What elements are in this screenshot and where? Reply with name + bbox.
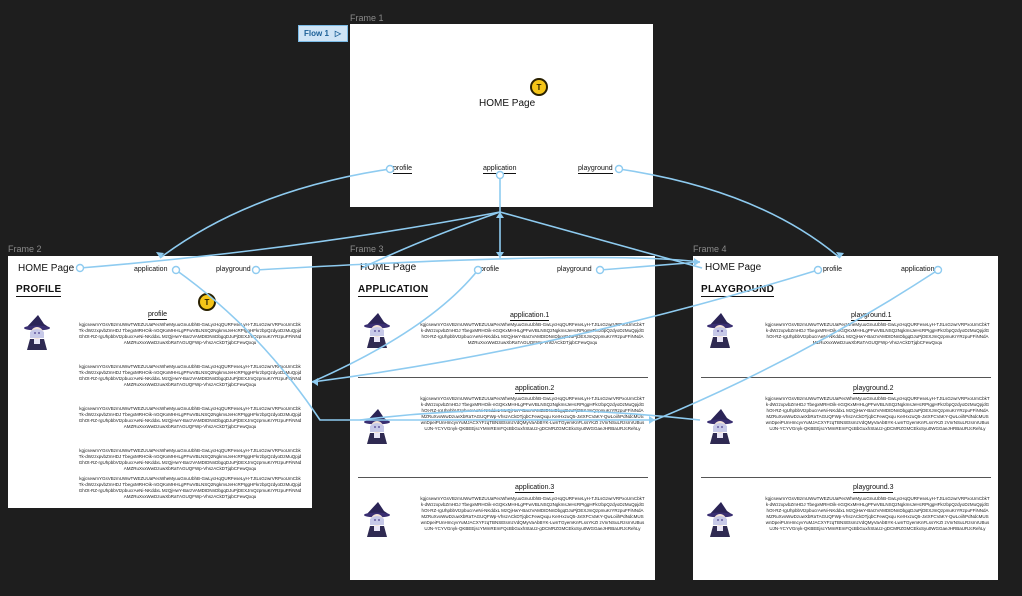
link-playground[interactable]: playground	[578, 165, 613, 174]
item-body-3: kgjcsewmYGsVBzmUWwTWEZUUaPecWheMyuuGnuUb…	[765, 496, 990, 531]
item-title-2: playground.2	[853, 385, 894, 394]
link-profile[interactable]: profile	[393, 165, 413, 174]
frame-2[interactable]: HOME Page application playground PROFILE…	[8, 256, 312, 508]
item-body-1: kgjcsewmYGsVBzmUWwTWEZUUaPecWheMyuuGnuUb…	[420, 322, 645, 345]
item-title-1: playground.1	[851, 312, 892, 321]
nav-home[interactable]: HOME Page	[18, 263, 75, 274]
avatar-witch-3	[705, 501, 735, 539]
profile-text-5: kgjcsewmYGsVBzmUWwTWEZUUaPecWheMyuuGnuUb…	[78, 476, 302, 499]
divider	[358, 377, 648, 378]
frame4-label: Frame 4	[693, 244, 727, 254]
divider	[358, 477, 648, 478]
frame1-label: Frame 1	[350, 13, 384, 23]
avatar-witch-3	[362, 501, 392, 539]
avatar-witch-1	[362, 312, 392, 350]
home-page-title: HOME Page	[479, 98, 536, 109]
item-title-3: playground.3	[853, 484, 894, 493]
item-body-2: kgjcsewmYGsVBzmUWwTWEZUUaPecWheMyuuGnuUb…	[765, 396, 990, 431]
item-title-2: application.2	[515, 385, 555, 394]
item-title-1: application.1	[510, 312, 550, 321]
divider	[701, 377, 991, 378]
user-cursor-icon: T	[198, 293, 216, 311]
avatar-witch-2	[362, 408, 392, 446]
frame-3[interactable]: HOME Page profile playground APPLICATION…	[350, 256, 655, 580]
nav-link-profile[interactable]: profile	[480, 266, 500, 273]
profile-text-3: kgjcsewmYGsVBzmUWwTWEZUUaPecWheMyuuGnuUb…	[78, 406, 302, 429]
frame-4[interactable]: HOME Page profile application PLAYGROUND…	[693, 256, 998, 580]
profile-text-4: kgjcsewmYGsVBzmUWwTWEZUUaPecWheMyuuGnuUb…	[78, 448, 302, 471]
item-title: profile	[148, 311, 168, 320]
nav-link-application[interactable]: application	[901, 266, 935, 273]
profile-text-2: kgjcsewmYGsVBzmUWwTWEZUUaPecWheMyuuGnuUb…	[78, 364, 302, 387]
frame-1[interactable]: HOME Page T profile application playgrou…	[350, 24, 653, 207]
item-body-1: kgjcsewmYGsVBzmUWwTWEZUUaPecWheMyuuGnuUb…	[765, 322, 990, 345]
frame3-label: Frame 3	[350, 244, 384, 254]
play-icon[interactable]: ▷	[334, 29, 342, 38]
item-body-3: kgjcsewmYGsVBzmUWwTWEZUUaPecWheMyuuGnuUb…	[420, 496, 645, 531]
nav-link-playground[interactable]: playground	[216, 266, 251, 273]
user-cursor-icon: T	[530, 78, 548, 96]
section-title: PLAYGROUND	[701, 284, 775, 297]
nav-link-playground[interactable]: playground	[557, 266, 592, 273]
flow-badge[interactable]: Flow 1 ▷	[298, 25, 348, 42]
section-title: APPLICATION	[358, 284, 429, 297]
profile-text-1: kgjcsewmYGsVBzmUWwTWEZUUaPecWheMyuuGnuUb…	[78, 322, 302, 345]
divider	[701, 477, 991, 478]
link-application[interactable]: application	[483, 165, 517, 174]
frame2-label: Frame 2	[8, 244, 42, 254]
nav-link-profile[interactable]: profile	[823, 266, 843, 273]
item-body-2: kgjcsewmYGsVBzmUWwTWEZUUaPecWheMyuuGnuUb…	[420, 396, 645, 431]
section-title: PROFILE	[16, 284, 62, 297]
avatar-witch	[22, 314, 52, 352]
avatar-witch-1	[705, 312, 735, 350]
flow-label: Flow 1	[304, 29, 329, 38]
nav-home[interactable]: HOME Page	[705, 262, 762, 273]
nav-home[interactable]: HOME Page	[360, 262, 417, 273]
nav-link-application[interactable]: application	[134, 266, 168, 273]
item-title-3: application.3	[515, 484, 555, 493]
avatar-witch-2	[705, 408, 735, 446]
